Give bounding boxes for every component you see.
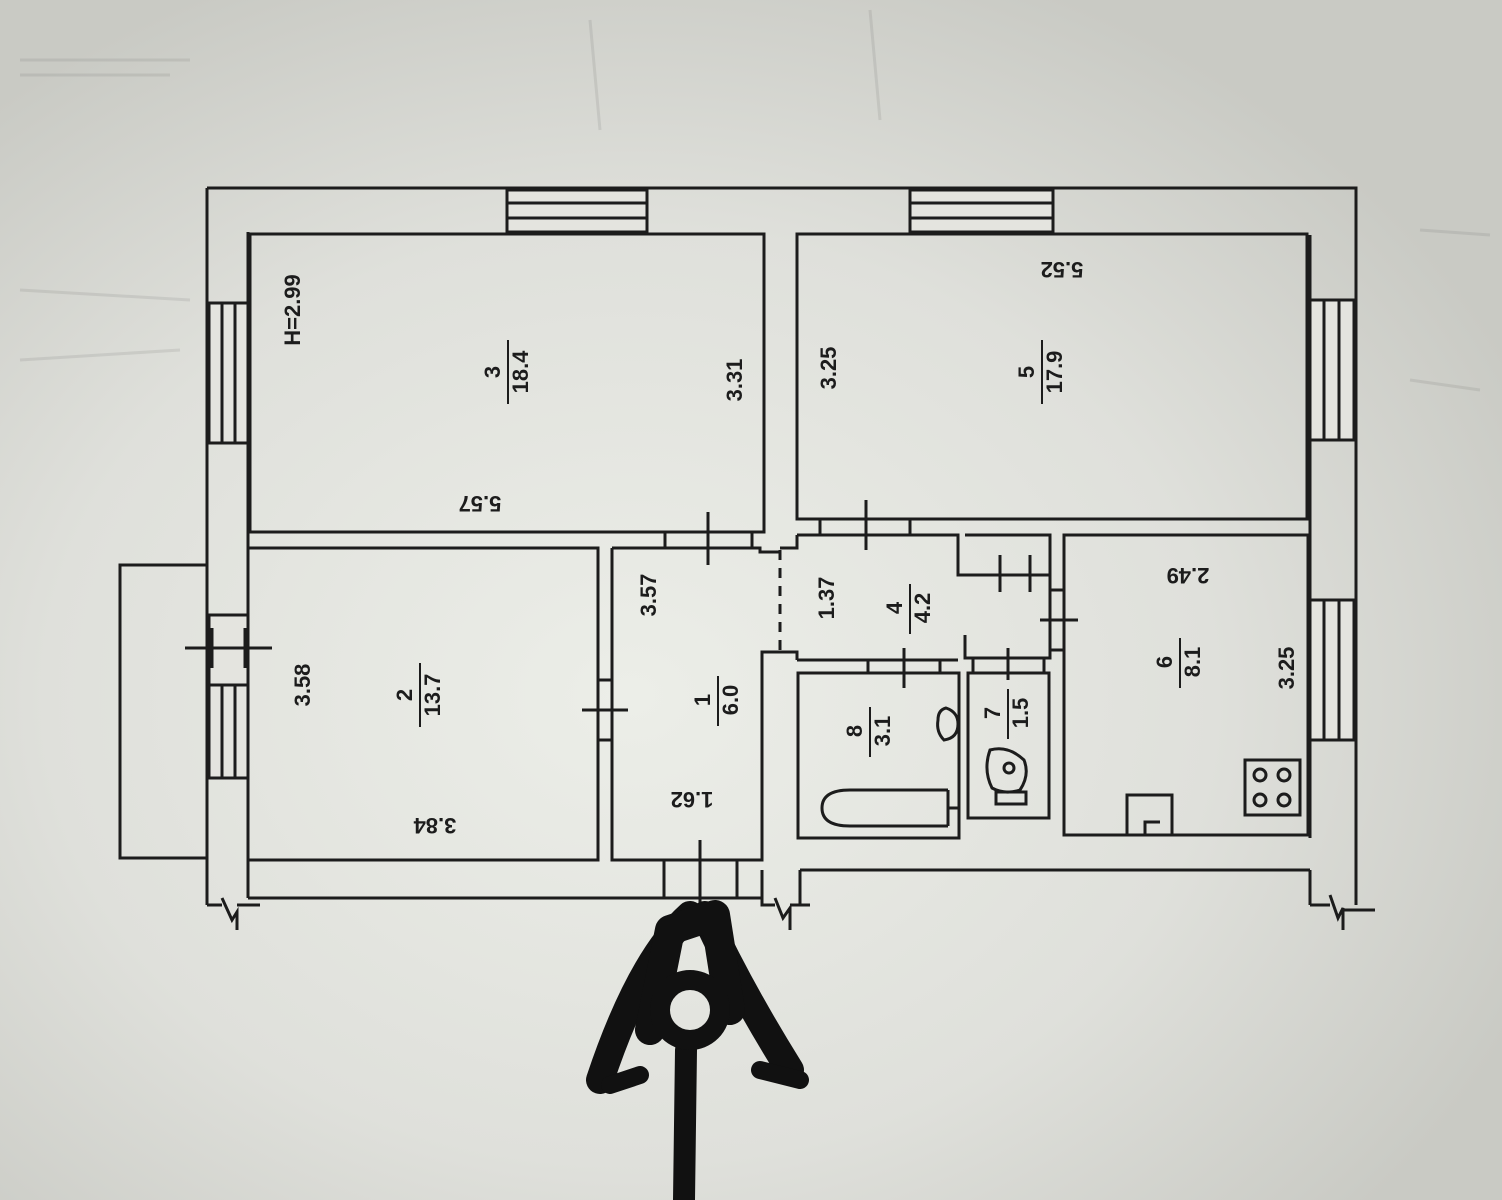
- room-4-labels: 1.37 4 4.2: [814, 577, 935, 634]
- room-3-area: 18.4: [508, 350, 533, 394]
- room-4-dim: 1.37: [814, 577, 839, 620]
- window-left-lower: [207, 683, 250, 780]
- room-3-dim-width: 3.31: [722, 359, 747, 402]
- room-6-area: 8.1: [1180, 647, 1205, 678]
- room-5-dim-width: 3.25: [816, 347, 841, 390]
- room-7-area: 1.5: [1008, 698, 1033, 729]
- balcony-door: [185, 613, 272, 687]
- stove-icon: [1243, 758, 1302, 817]
- room-6-outline: [1062, 533, 1310, 837]
- room-2-number: 2: [392, 689, 417, 701]
- room-1-labels: 3.57 1 6.0 1.62: [636, 574, 743, 812]
- ceiling-height-label: H=2.99: [280, 274, 305, 346]
- room-4-area: 4.2: [910, 593, 935, 624]
- room-5-labels: 3.25 5 17.9 5.52: [816, 257, 1083, 404]
- room-2-dim-length: 3.84: [413, 813, 457, 838]
- room-3-dim-length: 5.57: [459, 491, 502, 516]
- room-6-dim-length: 2.49: [1167, 563, 1210, 588]
- room-1-number: 1: [690, 694, 715, 706]
- room-4-number: 4: [882, 601, 907, 614]
- bathtub-icon: [820, 706, 960, 828]
- room-5-area: 17.9: [1042, 351, 1067, 394]
- balcony: [118, 563, 207, 860]
- room-5-dim-length: 5.52: [1041, 257, 1084, 282]
- room-3-labels: H=2.99 3 18.4 3.31 5.57: [280, 274, 747, 516]
- room-2-dim-width: 3.58: [290, 664, 315, 707]
- room-8-number: 8: [842, 725, 867, 737]
- room-2-outline: [246, 546, 600, 862]
- bottom-wall: [207, 860, 1375, 930]
- room-7-labels: 7 1.5: [980, 689, 1033, 739]
- window-right-upper: [1308, 298, 1356, 442]
- room-8-area: 3.1: [870, 716, 895, 747]
- window-left-upper: [207, 301, 250, 445]
- room-1-dim-length: 1.62: [671, 787, 714, 812]
- sink-icon: [1125, 793, 1174, 837]
- room-1-area: 6.0: [718, 685, 743, 716]
- room-2-labels: 3.58 2 13.7 3.84: [290, 663, 456, 838]
- room-3-number: 3: [480, 366, 505, 378]
- window-top-left: [505, 188, 649, 234]
- room-8-outline: [796, 671, 961, 840]
- room-6-dim-width: 3.25: [1274, 647, 1299, 690]
- marker-arrow-icon: [586, 900, 809, 1200]
- room-2-area: 13.7: [420, 674, 445, 717]
- window-right-lower: [1308, 598, 1356, 742]
- room-1-dim-width: 3.57: [636, 574, 661, 617]
- toilet-icon: [985, 747, 1028, 806]
- room-5-outline: [795, 232, 1309, 521]
- room-6-number: 6: [1152, 656, 1177, 668]
- room-6-labels: 2.49 6 8.1 3.25: [1152, 563, 1299, 689]
- room-8-labels: 8 3.1: [842, 707, 895, 757]
- bleed-through-marks: [19, 9, 1491, 392]
- door-ticks: [582, 500, 1078, 742]
- window-top-right: [908, 188, 1055, 234]
- room-7-number: 7: [980, 707, 1005, 719]
- room-1-outline: [610, 546, 780, 862]
- room-3-outline: [248, 232, 766, 534]
- room-5-number: 5: [1014, 366, 1039, 378]
